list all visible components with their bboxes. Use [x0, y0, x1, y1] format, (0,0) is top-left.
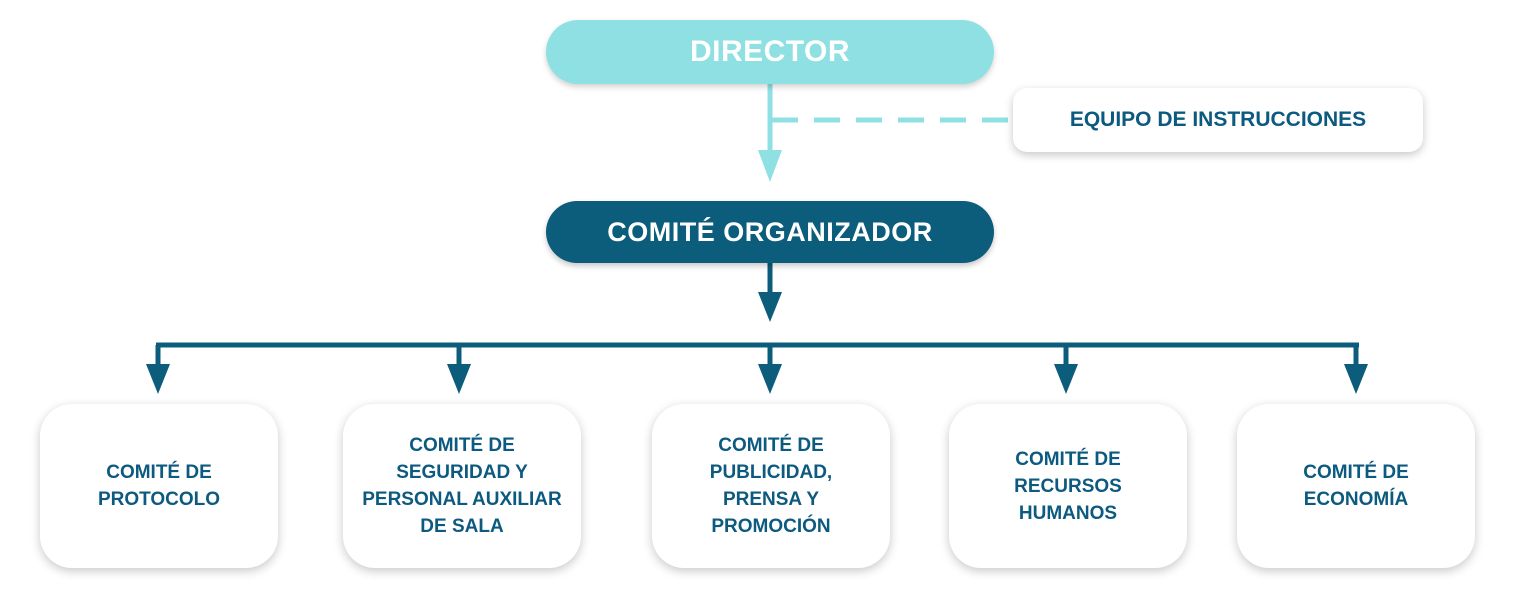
committee-drops — [146, 345, 1368, 394]
drop-arrow-1 — [146, 364, 170, 394]
comite-publicidad-node: COMITÉ DE PUBLICIDAD, PRENSA Y PROMOCIÓN — [652, 404, 890, 568]
comite-economia-node: COMITÉ DE ECONOMÍA — [1237, 404, 1475, 568]
comite-organizador-node: COMITÉ ORGANIZADOR — [546, 201, 994, 263]
director-to-organizador-arrow — [758, 150, 782, 182]
organizador-down-arrow — [758, 292, 782, 322]
equipo-instrucciones-node: EQUIPO DE INSTRUCCIONES — [1013, 88, 1423, 152]
drop-arrow-3 — [758, 364, 782, 394]
comite-recursos-humanos-node: COMITÉ DE RECURSOS HUMANOS — [949, 404, 1187, 568]
comite-protocolo-node: COMITÉ DE PROTOCOLO — [40, 404, 278, 568]
drop-arrow-2 — [447, 364, 471, 394]
drop-arrow-5 — [1344, 364, 1368, 394]
comite-seguridad-node: COMITÉ DE SEGURIDAD Y PERSONAL AUXILIAR … — [343, 404, 581, 568]
director-node: DIRECTOR — [546, 20, 994, 84]
drop-arrow-4 — [1054, 364, 1078, 394]
